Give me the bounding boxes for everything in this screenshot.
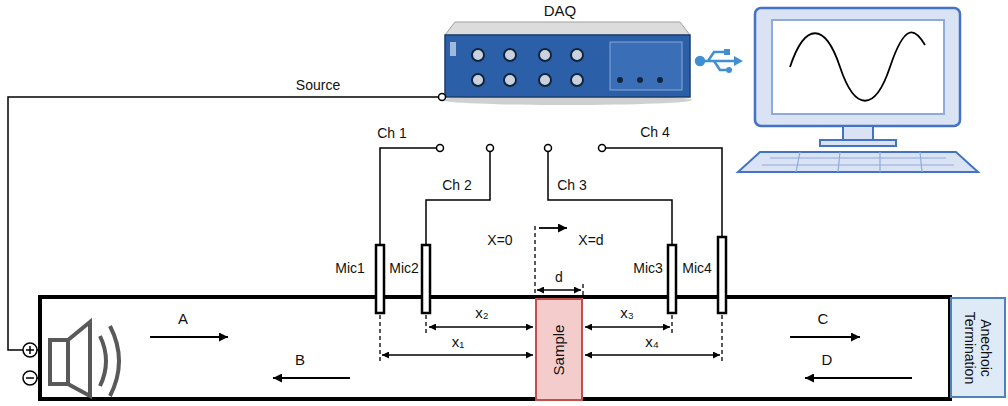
keyboard-keys — [762, 152, 954, 172]
incident-wave-arrow — [150, 336, 228, 338]
speaker-magnet — [50, 340, 68, 384]
dimension-arrow — [585, 326, 670, 327]
backward-wave-arrow — [805, 377, 912, 379]
minus-sign — [26, 377, 34, 379]
microphone — [668, 245, 676, 313]
channel-label: Ch 2 — [442, 177, 472, 193]
device-title: DAQ — [544, 2, 577, 19]
channel-label: Ch 1 — [377, 125, 407, 141]
wave-label: D — [822, 351, 833, 368]
impedance-tube — [40, 297, 950, 399]
microphone — [718, 237, 726, 313]
bnc-connector — [504, 74, 516, 86]
usb-branch — [708, 52, 724, 61]
mic-wire — [426, 152, 490, 246]
monitor-stand — [843, 126, 873, 140]
sound-wave — [110, 326, 119, 396]
channel-terminal — [487, 145, 494, 152]
speaker-cone — [68, 322, 90, 396]
monitor-screen — [772, 20, 944, 114]
node-text: Sample — [550, 302, 567, 397]
monitor-frame — [755, 8, 960, 126]
origin-line — [534, 226, 535, 296]
minus-terminal — [23, 371, 37, 385]
bnc-connector — [472, 49, 484, 61]
plus-terminal — [23, 343, 37, 357]
monitor-base — [820, 140, 896, 146]
device-side-panel — [610, 42, 682, 90]
dimension-arrow — [585, 354, 720, 355]
mic-label: Mic4 — [682, 260, 712, 276]
device-port — [657, 77, 663, 83]
usb-tip — [734, 56, 743, 66]
usb-symbol — [696, 49, 743, 73]
node-text-column: Anechoic Termination — [962, 301, 994, 394]
mic-label: Mic2 — [389, 260, 419, 276]
channel-label: Ch 3 — [557, 177, 587, 193]
loudspeaker — [50, 322, 119, 396]
axis-arrow — [539, 227, 567, 229]
dimension-arrow — [429, 326, 533, 327]
sample-block: Sample — [535, 298, 583, 401]
wave-label: B — [295, 351, 305, 368]
keyboard — [738, 152, 978, 172]
mic-wire — [606, 148, 723, 237]
channel-terminal — [437, 145, 444, 152]
position-label: X=d — [578, 232, 603, 248]
usb-branch — [714, 61, 726, 70]
power-switch — [450, 42, 456, 56]
bnc-connector — [504, 49, 516, 61]
node-text-column: Sample — [550, 302, 567, 397]
microphone — [376, 245, 384, 313]
mic-label: Mic3 — [633, 260, 663, 276]
terminal-dot — [439, 94, 446, 101]
wave-label: C — [818, 310, 829, 327]
usb-square — [724, 49, 730, 55]
thickness-label: d — [555, 269, 563, 285]
mic-label: Mic1 — [335, 260, 365, 276]
anechoic-termination: Anechoic Termination — [950, 297, 1006, 398]
bnc-connector — [539, 74, 551, 86]
daq-device — [442, 22, 692, 105]
distance-label: x₁ — [452, 333, 465, 350]
bnc-connector — [472, 74, 484, 86]
bnc-connector — [539, 49, 551, 61]
wave-label: A — [178, 310, 188, 327]
bnc-connector — [571, 49, 583, 61]
position-label: X=0 — [487, 232, 512, 248]
sine-wave — [790, 32, 925, 100]
channel-terminal — [545, 145, 552, 152]
device-front-panel — [445, 35, 690, 97]
bnc-connector — [571, 74, 583, 86]
node-text: Anechoic Termination — [962, 301, 994, 394]
mic-wire — [548, 152, 672, 246]
bnc-connectors — [472, 49, 583, 86]
distance-label: x₂ — [475, 304, 488, 321]
wave-arrows — [150, 337, 912, 378]
usb-dot — [726, 67, 732, 73]
distance-label: x₃ — [620, 304, 634, 321]
device-top — [445, 22, 690, 35]
mic-wire — [380, 148, 437, 245]
thickness-line — [582, 284, 583, 296]
reflected-wave-arrow — [273, 377, 350, 379]
computer — [738, 8, 978, 172]
dimension-arrow — [382, 354, 533, 355]
usb-stem — [700, 60, 734, 63]
sound-wave — [100, 336, 106, 386]
thickness-arrow — [537, 289, 581, 290]
device-port — [637, 77, 643, 83]
mic-wires — [380, 145, 722, 246]
signal-label: Source — [296, 77, 340, 93]
channel-label: Ch 4 — [640, 124, 670, 140]
device-port — [617, 77, 623, 83]
channel-terminal — [599, 145, 606, 152]
distance-label: x₄ — [645, 333, 659, 350]
plus-sign — [26, 346, 34, 354]
transmitted-wave-arrow — [790, 336, 860, 338]
microphone — [422, 245, 430, 313]
